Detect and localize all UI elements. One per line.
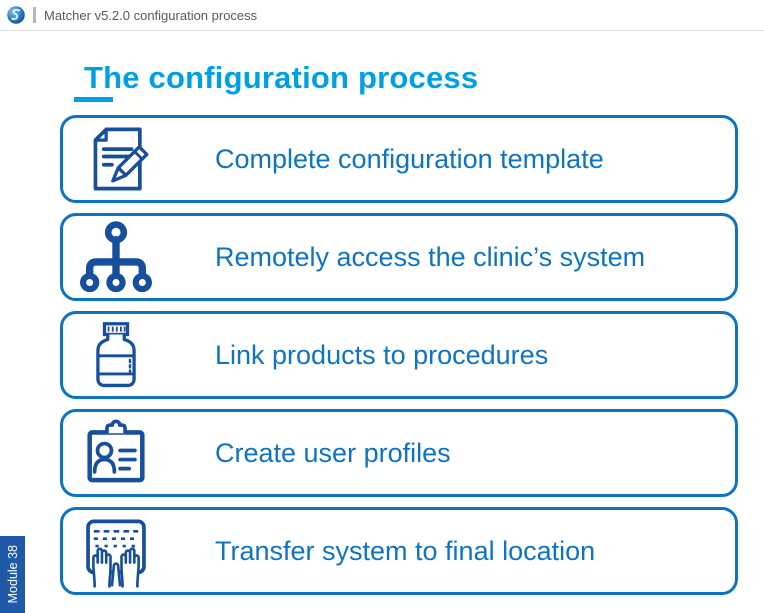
step-label: Remotely access the clinic’s system — [215, 241, 646, 272]
step-label: Create user profiles — [215, 437, 451, 468]
app-logo-icon — [7, 6, 25, 24]
step-label: Transfer system to final location — [215, 535, 596, 566]
id-badge-icon — [77, 416, 155, 490]
app-title: Matcher v5.2.0 configuration process — [44, 7, 258, 23]
header-divider — [33, 7, 36, 23]
top-bar: Matcher v5.2.0 configuration process — [0, 0, 764, 31]
step-label: Link products to procedures — [215, 339, 549, 370]
module-badge-label: Module 38 — [5, 545, 20, 604]
document-pencil-icon — [77, 122, 155, 196]
pill-bottle-icon — [77, 318, 155, 392]
title-underline — [74, 97, 113, 102]
step-card-complete-template: Complete configuration template — [60, 115, 738, 203]
step-card-link-products: Link products to procedures — [60, 311, 738, 399]
step-card-remote-access: Remotely access the clinic’s system — [60, 213, 738, 301]
step-card-user-profiles: Create user profiles — [60, 409, 738, 497]
step-list: Complete configuration template Remotely… — [60, 115, 738, 595]
hierarchy-nodes-icon — [77, 220, 155, 294]
step-label: Complete configuration template — [215, 143, 604, 174]
keyboard-hands-icon — [77, 514, 155, 588]
module-badge: Module 38 — [0, 536, 25, 613]
page-title: The configuration process — [84, 60, 479, 95]
step-card-transfer-system: Transfer system to final location — [60, 507, 738, 595]
